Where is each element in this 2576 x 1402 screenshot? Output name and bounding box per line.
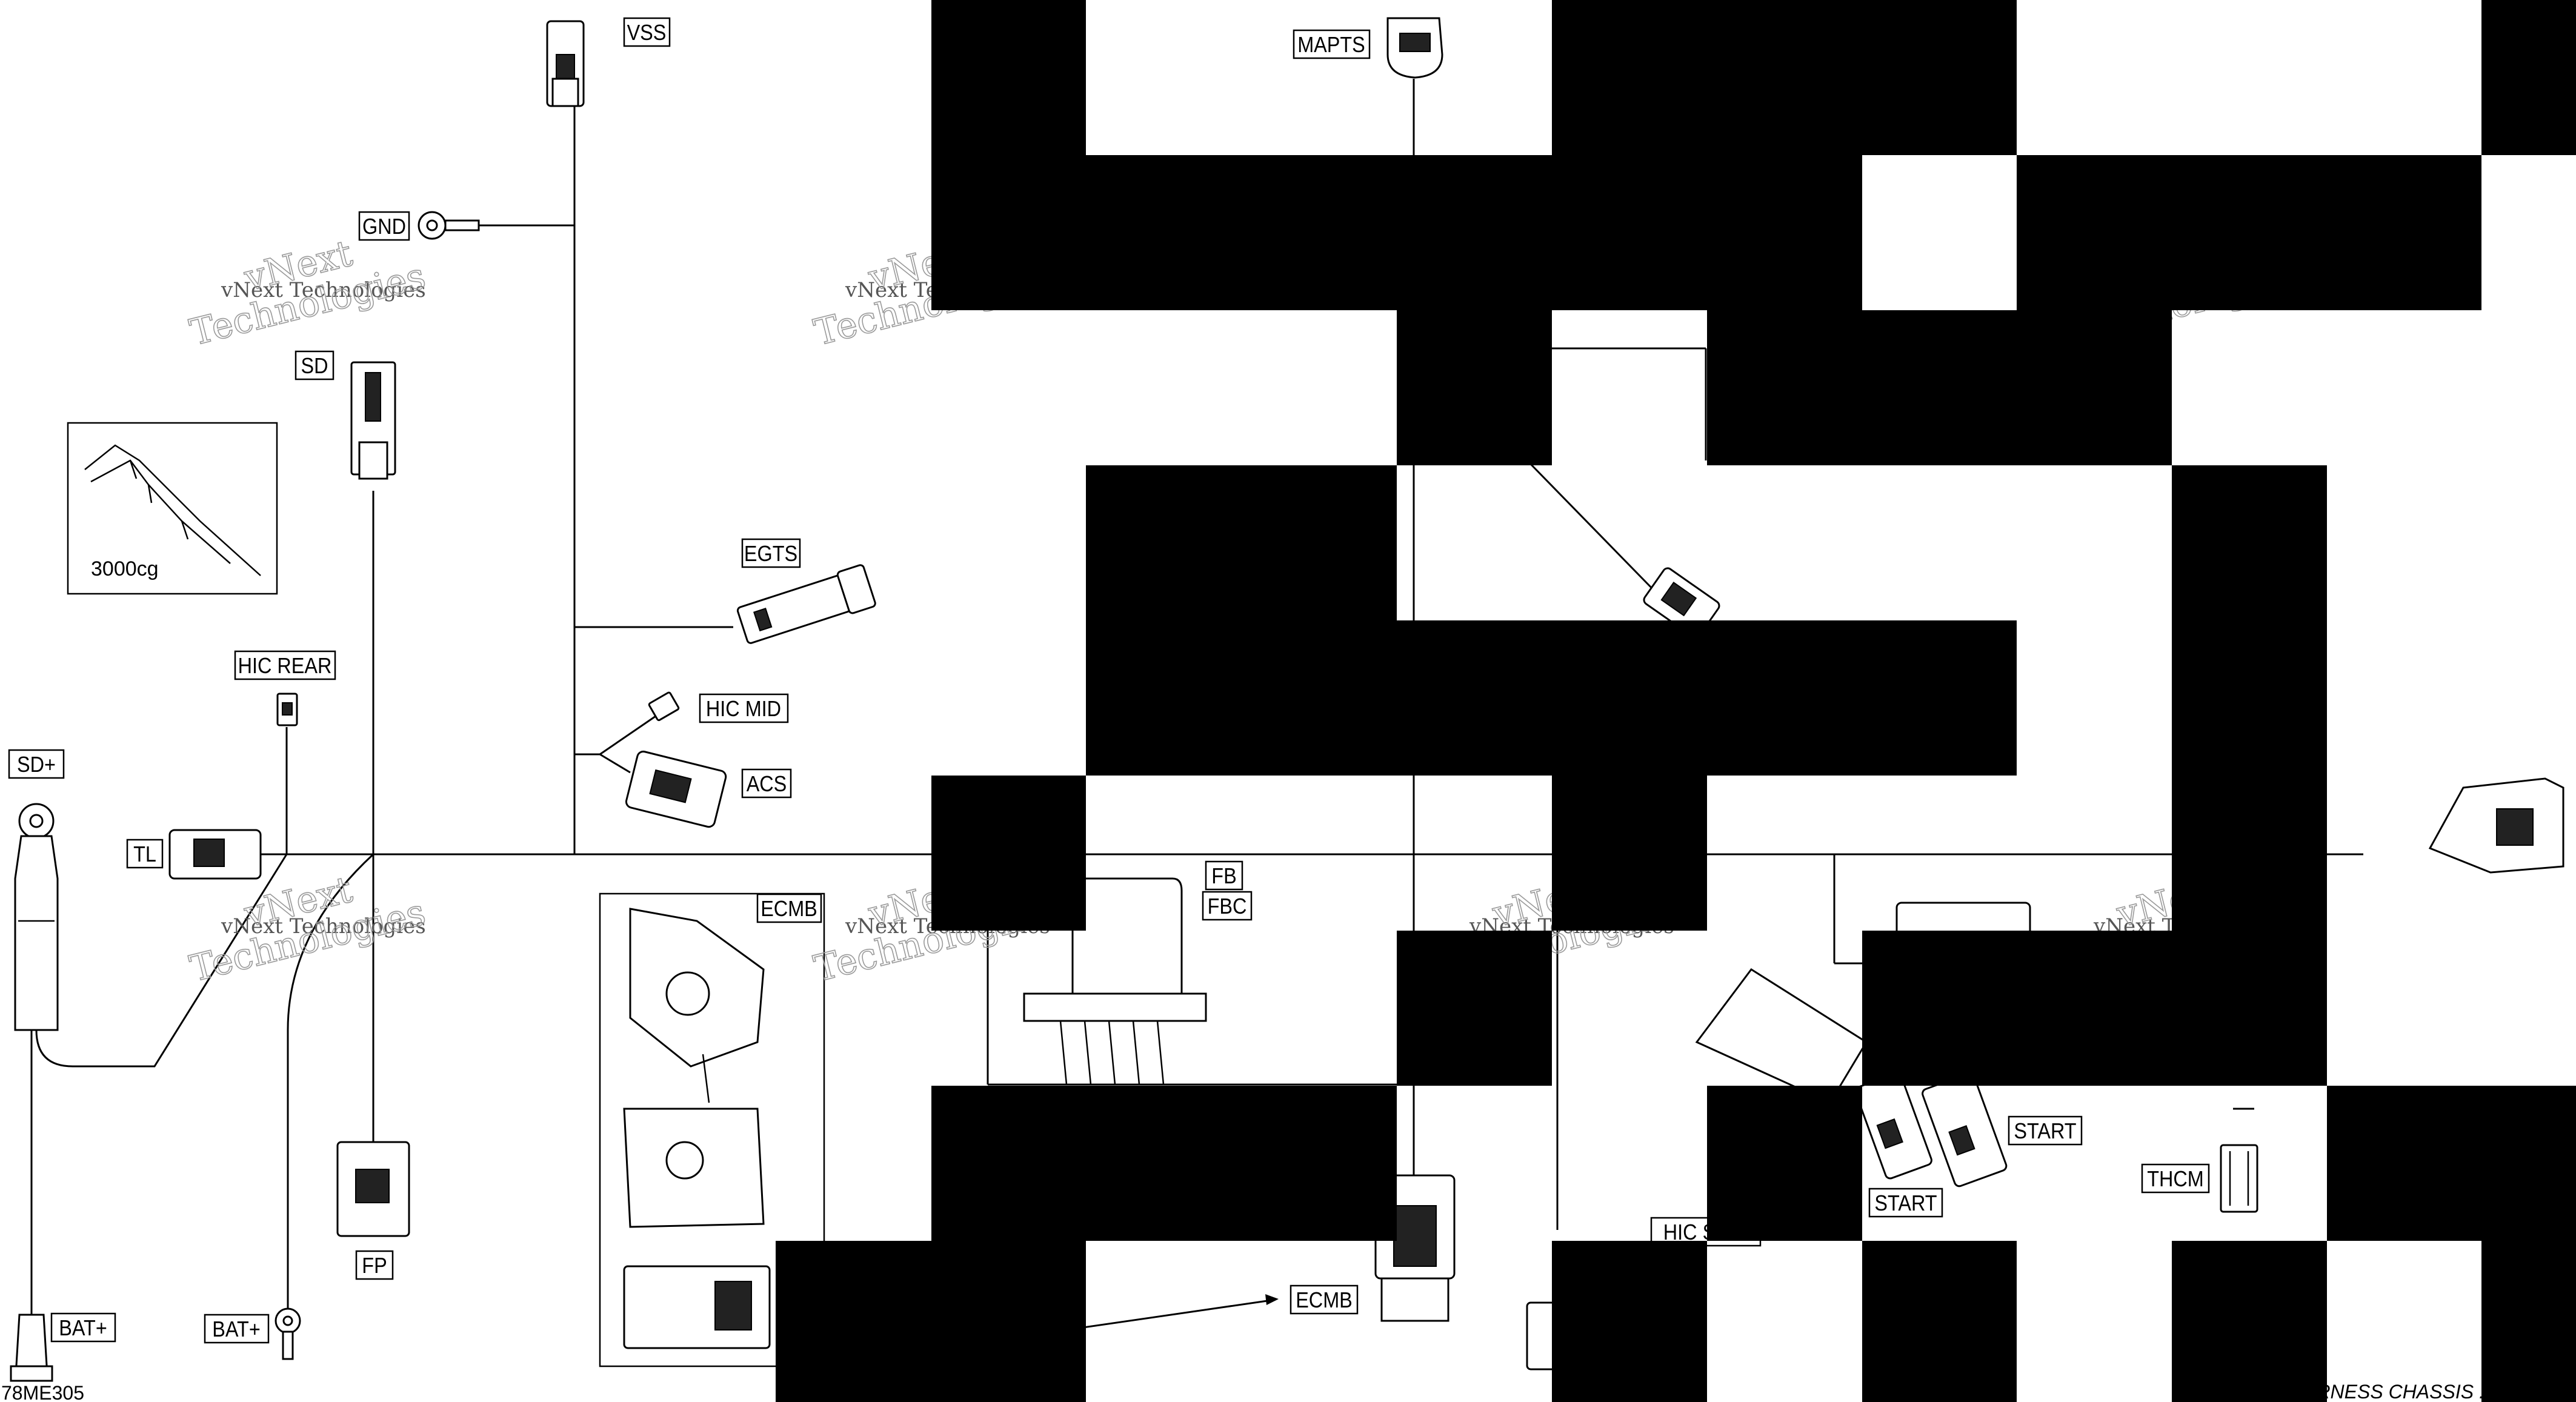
label-hic-rear: HIC REAR	[234, 650, 336, 680]
svg-text:GND: GND	[362, 214, 406, 239]
connector-sd	[350, 361, 396, 480]
label-start-2: START	[2008, 1115, 2083, 1146]
svg-text:FB: FB	[1211, 864, 1236, 888]
svg-text:FBC: FBC	[1208, 894, 1247, 919]
label-gnd: GND	[358, 211, 410, 241]
svg-text:THCM: THCM	[2147, 1167, 2204, 1191]
label-ecmb-inset: ECMB	[756, 893, 822, 923]
drawing-number: 78ME305	[1, 1382, 84, 1402]
label-bat-plus-left: BAT+	[50, 1312, 116, 1343]
label-egts: EGTS	[741, 538, 801, 568]
connector-start-1	[1854, 1072, 1932, 1180]
watermark-text: vNext Technologies	[221, 914, 426, 939]
connector-hic-mid	[648, 691, 680, 722]
ground-ring-terminal	[418, 211, 480, 240]
connector-hic-rear	[276, 693, 298, 726]
label-sd-plus: SD+	[8, 749, 65, 779]
svg-text:ACS: ACS	[747, 772, 787, 796]
svg-text:BAT+: BAT+	[59, 1316, 107, 1340]
label-fp: FP	[355, 1250, 394, 1280]
connector-egts	[736, 564, 876, 644]
connector-mapts	[1386, 17, 1443, 79]
svg-text:SD+: SD+	[17, 752, 56, 777]
label-acs: ACS	[741, 768, 792, 799]
svg-text:HIC REAR: HIC REAR	[238, 654, 332, 678]
terminal-bat-plus-ring	[275, 1307, 301, 1360]
label-tl: TL	[126, 839, 164, 869]
svg-text:HIC S: HIC S	[1663, 1220, 1716, 1244]
terminal-sd-plus	[14, 803, 59, 1031]
ecmb-detail-frame	[599, 892, 825, 1367]
label-bat-plus-ring: BAT+	[204, 1314, 270, 1344]
svg-text:MAPTS: MAPTS	[1297, 33, 1365, 57]
label-thcm: THCM	[2141, 1163, 2210, 1194]
svg-text:START: START	[2014, 1119, 2076, 1143]
label-fb: FB	[1205, 860, 1243, 891]
inset-detail-box: 3000cg	[67, 422, 278, 595]
svg-text:EGTS: EGTS	[744, 542, 797, 566]
footer-title: WIRING HARNESS CHASSIS :	[2212, 1381, 2484, 1402]
connector-fp	[336, 1141, 410, 1237]
svg-text:TL: TL	[133, 842, 156, 866]
connector-tl	[168, 829, 262, 880]
svg-text:VSS: VSS	[627, 21, 667, 45]
svg-text:START: START	[1874, 1191, 1937, 1215]
connector-start-2	[1922, 1072, 2008, 1188]
label-sd: SD	[295, 350, 334, 380]
connector-center	[1643, 567, 1720, 639]
svg-text:FP: FP	[362, 1254, 387, 1278]
connector-thcm	[2220, 1144, 2258, 1213]
connector-vss	[546, 20, 585, 107]
svg-text:ECMB: ECMB	[1296, 1288, 1353, 1312]
label-hic-mid: HIC MID	[699, 693, 789, 723]
label-fbc: FBC	[1202, 891, 1253, 921]
label-start-1: START	[1868, 1188, 1943, 1218]
svg-text:SD: SD	[301, 354, 328, 378]
fuse-box	[1023, 877, 1207, 1085]
inset-caption: 3000cg	[91, 557, 159, 580]
label-mapts: MAPTS	[1293, 29, 1371, 59]
terminal-bat-plus-left	[10, 1314, 53, 1382]
svg-text:ECMB: ECMB	[760, 897, 817, 921]
svg-text:HIC MID: HIC MID	[706, 697, 781, 721]
connector-right-edge	[2428, 777, 2564, 874]
connector-acs	[625, 750, 727, 828]
redaction-blocks	[776, 0, 2576, 1402]
watermark-text: vNext Technologies	[221, 278, 426, 302]
label-vss: VSS	[623, 17, 671, 47]
label-ecmb-pointer: ECMB	[1290, 1284, 1359, 1315]
svg-text:BAT+: BAT+	[212, 1317, 260, 1341]
connector-labels: VSS MAPTS GND SD EGTS HIC REAR HIC MID	[8, 17, 2210, 1344]
